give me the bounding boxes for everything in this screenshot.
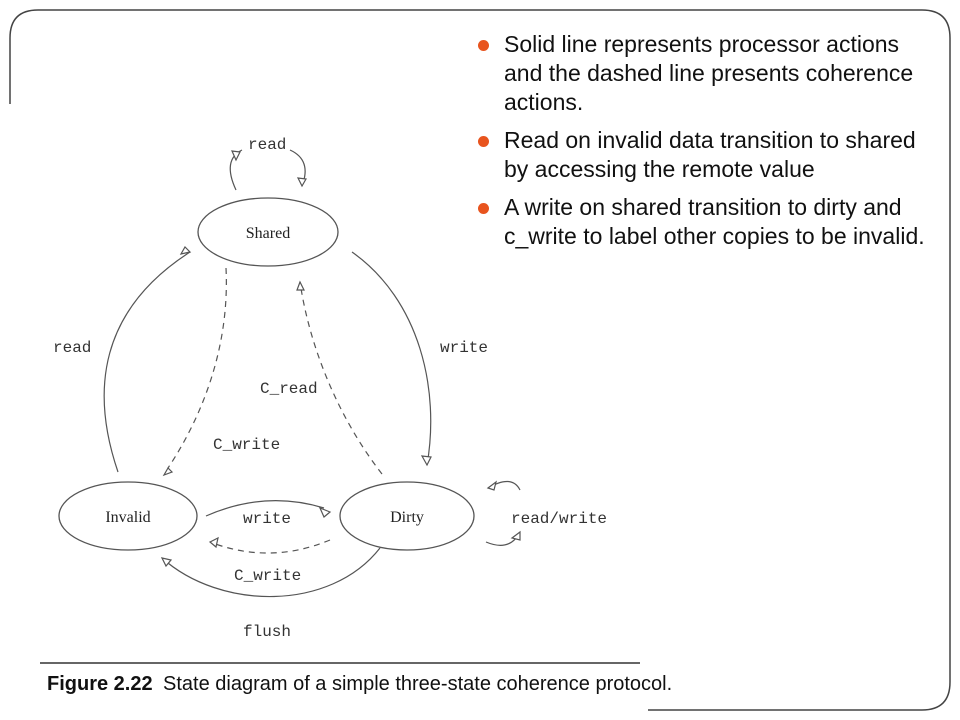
state-shared-node [197, 197, 339, 267]
edge-label-shared-to-dirty: write [440, 339, 488, 357]
edge-label-shared-to-invalid: C_write [213, 436, 280, 454]
bullet-item: Read on invalid data transition to share… [470, 126, 940, 184]
arrowhead-icon [179, 246, 192, 255]
edge-dirty-to-shared [299, 281, 383, 475]
figure-number: Figure 2.22 [47, 673, 153, 695]
edge-label-dirty-to-invalid-dashed: C_write [234, 567, 301, 585]
edge-label-shared-self: read [248, 136, 286, 154]
state-dirty-node [339, 481, 475, 551]
edge-label-dirty-to-shared: C_read [260, 380, 318, 398]
edge-label-flush: flush [243, 623, 291, 641]
arrowhead-icon [296, 177, 307, 188]
arrowhead-icon [296, 280, 305, 291]
bullet-list: Solid line represents processor actions … [470, 30, 940, 260]
edge-shared-to-dirty [351, 251, 432, 466]
arrowhead-icon [208, 536, 219, 549]
edge-shared-to-invalid [167, 267, 227, 469]
state-invalid-node [58, 481, 198, 551]
arrowhead-icon [318, 506, 332, 518]
slide-frame [9, 9, 951, 711]
arrowhead-icon [162, 467, 174, 477]
bullet-dot-icon [478, 203, 489, 214]
state-dirty-label: Dirty [390, 509, 424, 526]
bullet-text: A write on shared transition to dirty an… [504, 194, 925, 249]
bullet-text: Read on invalid data transition to share… [504, 127, 916, 182]
bullet-item: Solid line represents processor actions … [470, 30, 940, 117]
bullet-item: A write on shared transition to dirty an… [470, 193, 940, 251]
edge-invalid-to-dirty [205, 500, 325, 517]
edge-label-invalid-to-shared: read [53, 339, 91, 357]
edge-label-dirty-self: read/write [511, 510, 607, 528]
state-shared-label: Shared [246, 225, 290, 242]
edge-dirty-to-invalid-dashed [209, 539, 331, 554]
state-invalid-label: Invalid [105, 509, 150, 526]
bullet-dot-icon [478, 40, 489, 51]
bullet-dot-icon [478, 136, 489, 147]
edge-dirty-to-invalid-flush [161, 547, 381, 598]
arrowhead-icon [510, 530, 521, 541]
arrowhead-icon [160, 557, 173, 568]
arrowhead-icon [420, 455, 432, 467]
bullet-text: Solid line represents processor actions … [504, 31, 914, 115]
edge-invalid-to-shared [103, 251, 191, 473]
edge-label-invalid-to-dirty: write [243, 510, 291, 528]
arrowhead-icon [486, 480, 497, 491]
arrowhead-icon [231, 150, 241, 162]
caption-rule [40, 662, 640, 664]
figure-caption: State diagram of a simple three-state co… [163, 673, 673, 695]
